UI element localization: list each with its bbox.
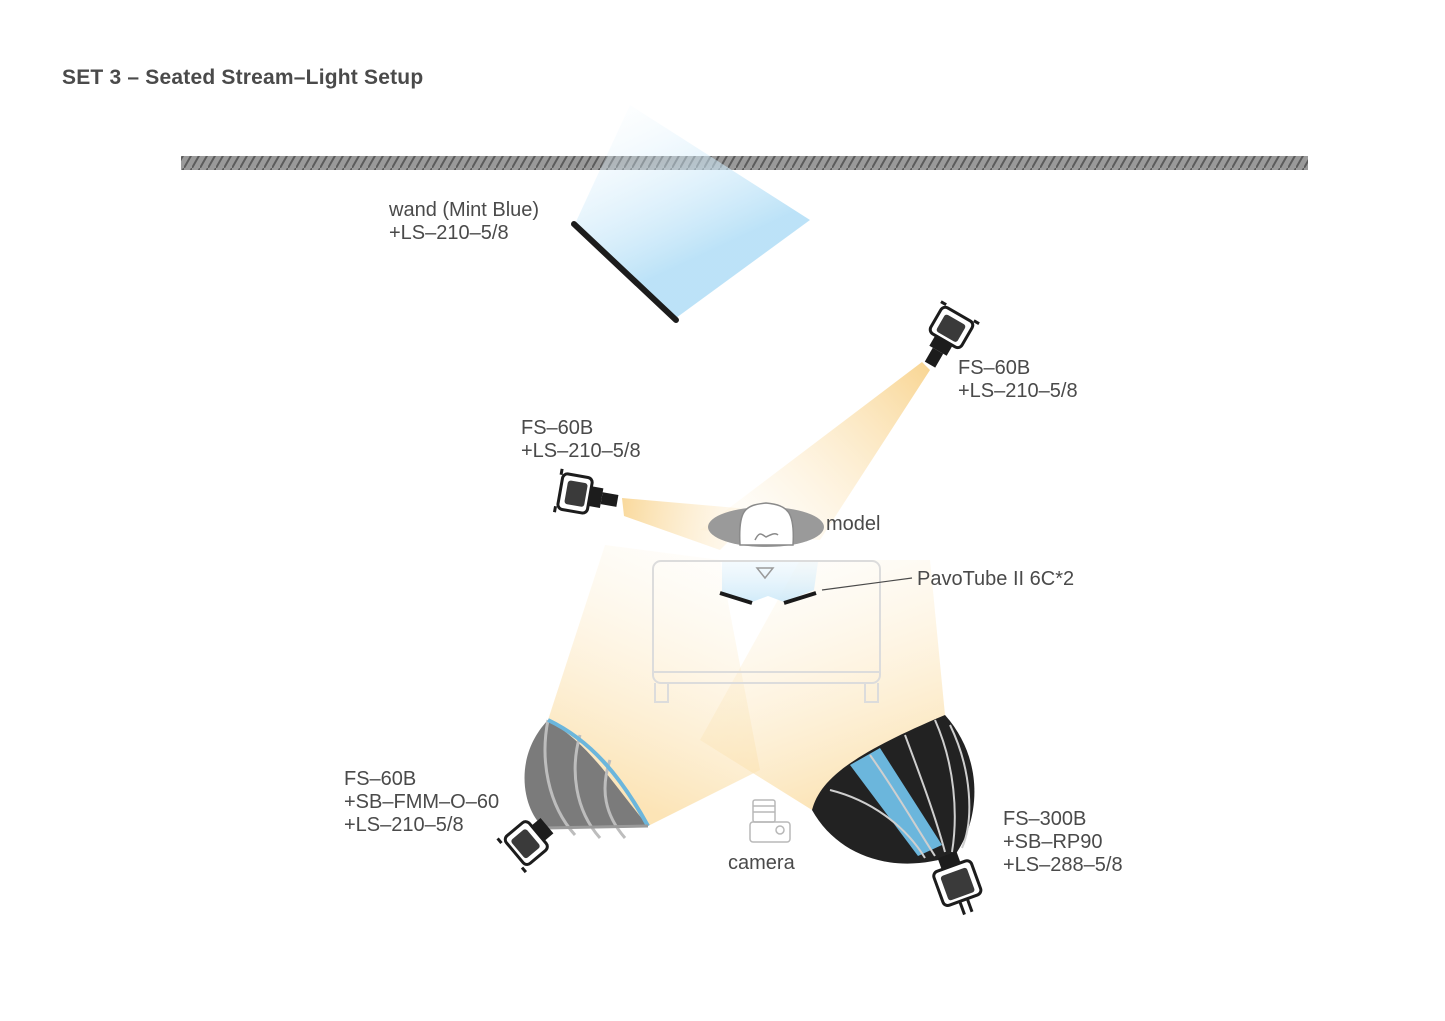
page-title: SET 3 – Seated Stream–Light Setup xyxy=(62,66,424,89)
back-right-label-line1: FS–60B xyxy=(958,357,1031,379)
desk xyxy=(652,560,881,703)
back-right-light-beam xyxy=(700,362,930,540)
front-left-label-line3: +LS–210–5/8 xyxy=(344,814,464,836)
back-right-light-label: FS–60B +LS–210–5/8 xyxy=(958,357,1078,403)
front-right-softbox xyxy=(812,715,975,864)
back-left-light-label: FS–60B +LS–210–5/8 xyxy=(521,417,641,463)
front-left-softbox xyxy=(524,718,650,839)
pavotube-light-glow xyxy=(722,562,818,602)
front-right-label-line2: +SB–RP90 xyxy=(1003,831,1103,853)
pavotube-left xyxy=(719,591,753,605)
back-right-fs60b-light xyxy=(924,300,980,368)
model-label: model xyxy=(826,513,881,535)
wand-light-beam xyxy=(574,105,810,318)
front-right-fs300b-light xyxy=(932,851,983,916)
background-wall xyxy=(181,156,1308,170)
front-left-label-line2: +SB–FMM–O–60 xyxy=(344,791,500,813)
front-left-label-line1: FS–60B xyxy=(344,768,417,790)
model-figure xyxy=(708,502,824,547)
front-left-fs60b-light xyxy=(496,818,554,874)
camera-icon xyxy=(749,799,791,843)
wand-label: wand (Mint Blue) +LS–210–5/8 xyxy=(389,199,539,245)
back-left-label-line2: +LS–210–5/8 xyxy=(521,440,641,462)
back-left-label-line1: FS–60B xyxy=(521,417,594,439)
front-right-light-label: FS–300B +SB–RP90 +LS–288–5/8 xyxy=(1003,808,1123,877)
pavotube-right xyxy=(783,591,817,605)
wand-light xyxy=(571,221,679,323)
desk-marker xyxy=(755,567,775,580)
wand-label-line1: wand (Mint Blue) xyxy=(389,199,540,221)
front-left-light-label: FS–60B +SB–FMM–O–60 +LS–210–5/8 xyxy=(344,768,499,837)
front-right-label-line1: FS–300B xyxy=(1003,808,1087,830)
back-left-fs60b-light xyxy=(553,468,619,515)
front-right-label-line3: +LS–288–5/8 xyxy=(1003,854,1123,876)
wand-label-line2: +LS–210–5/8 xyxy=(389,222,509,244)
back-right-label-line2: +LS–210–5/8 xyxy=(958,380,1078,402)
pavotube-leader-line xyxy=(821,577,913,591)
camera-label: camera xyxy=(728,852,795,874)
pavotube-label: PavoTube II 6C*2 xyxy=(917,568,1075,590)
